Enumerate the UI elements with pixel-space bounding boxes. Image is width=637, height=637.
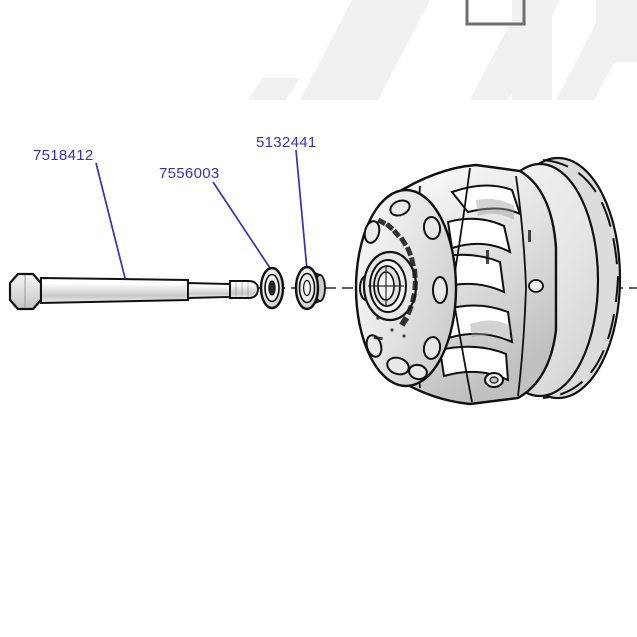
hub-crosshair [368,266,404,306]
label-7556003: 7556003 [159,165,220,182]
leader-7518412 [95,162,127,283]
part-shouldered-washer [294,265,326,311]
flange-engraving [377,217,418,327]
housing-detail-marks [373,230,531,341]
bolt-reduced-section [187,282,231,299]
label-7518412: 7518412 [33,147,94,164]
bolt-threaded-tip [229,280,259,299]
watermark-frame [465,0,526,26]
part-hex-head-bolt [8,272,259,311]
leader-lines [95,149,308,283]
cage-shadow [470,198,514,340]
label-5132441: 5132441 [256,134,317,151]
leader-5132441 [295,149,308,271]
side-boss [528,279,544,293]
bolt-shank [40,276,189,305]
part-clutch-housing-assembly [354,156,622,406]
leader-7556003 [212,181,273,272]
part-flat-washer [259,266,285,310]
watermark [248,0,637,100]
